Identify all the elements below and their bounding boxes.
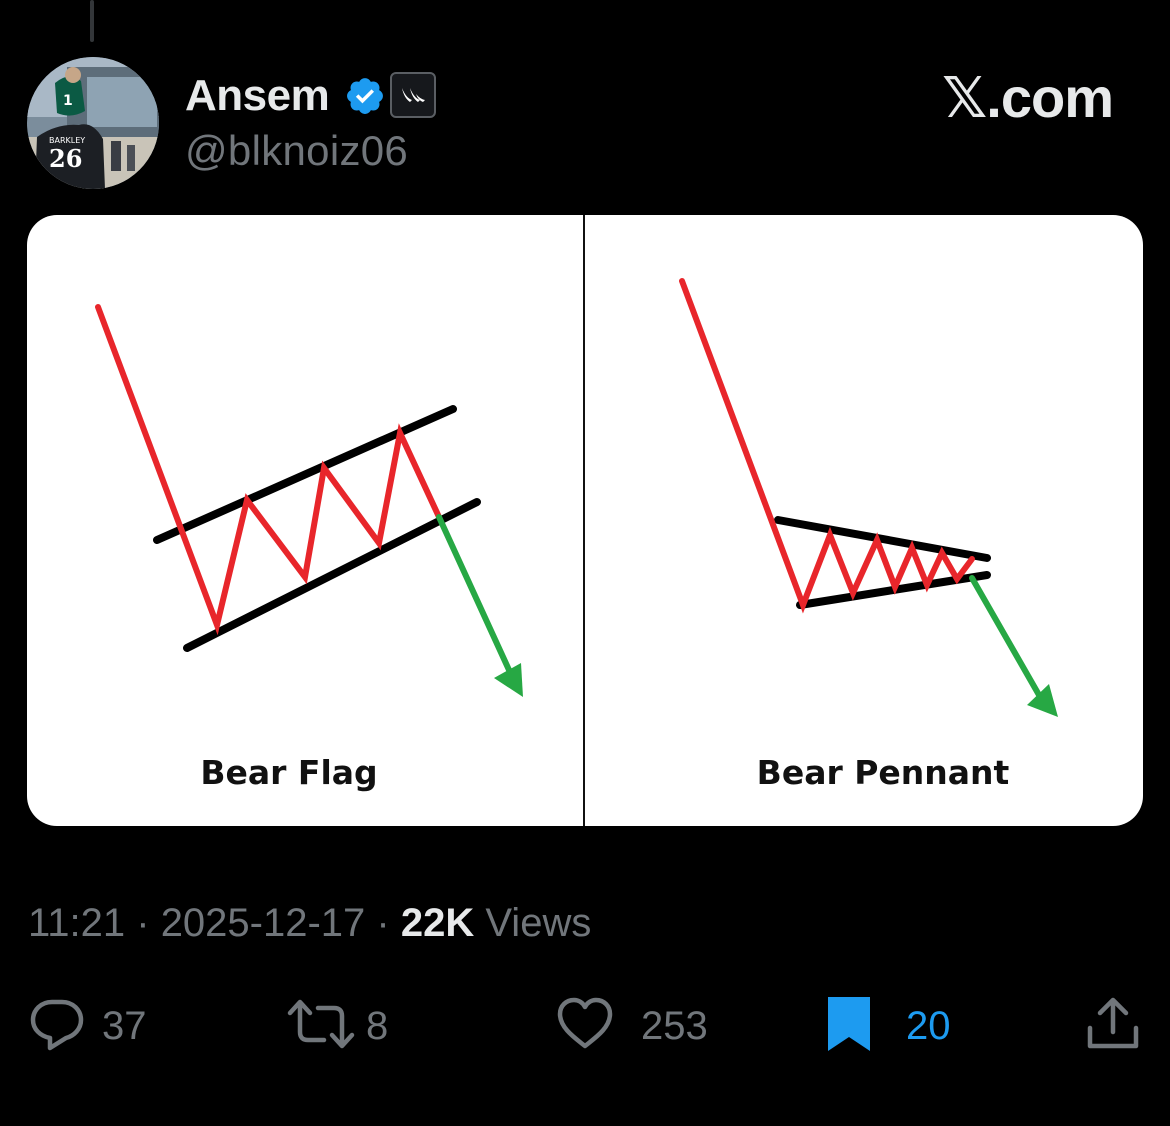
views-label: Views (474, 901, 592, 945)
views-count: 22K (400, 901, 475, 945)
brand-watermark: 𝕏.com (942, 66, 1114, 129)
flag-price-path (95, 304, 442, 636)
reply-button[interactable]: 37 (28, 998, 147, 1054)
avatar-jersey-number-bottom: 26 (49, 144, 82, 173)
tweet-media-image[interactable]: Bear Flag Bear Pennant (27, 215, 1143, 826)
tweet-date[interactable]: 2025-12-17 (160, 901, 366, 945)
meta-separator: · (365, 901, 401, 945)
like-count: 253 (641, 1004, 708, 1048)
thread-connector-line (90, 0, 94, 42)
like-button[interactable]: 253 (555, 996, 708, 1057)
avatar-jersey-name: BARKLEY (49, 136, 85, 145)
bookmark-button[interactable]: 20 (826, 996, 951, 1054)
share-button[interactable] (1086, 996, 1140, 1057)
bookmark-count: 20 (906, 1004, 951, 1048)
media-divider (583, 215, 585, 826)
affiliate-badge-icon[interactable] (390, 72, 436, 118)
flag-breakout-arrowhead (494, 663, 523, 697)
bookmark-filled-icon (826, 995, 872, 1058)
reply-icon (28, 996, 86, 1057)
verified-check-icon (344, 75, 386, 117)
flag-lower-channel-line (183, 498, 481, 652)
avatar-jersey-number-top: 1 (63, 93, 73, 109)
pennant-breakout-arrowhead (1027, 684, 1058, 717)
share-icon (1086, 996, 1140, 1057)
pennant-price-path (679, 278, 975, 614)
repost-button[interactable]: 8 (286, 998, 388, 1054)
avatar[interactable]: 1 BARKLEY 26 (27, 57, 159, 189)
reply-count: 37 (102, 1004, 147, 1048)
tweet-time[interactable]: 11:21 (28, 901, 126, 945)
pennant-breakout-line (969, 575, 1042, 698)
flag-upper-channel-line (153, 405, 457, 544)
flag-breakout-line (436, 514, 512, 673)
pennant-upper-line (774, 516, 991, 562)
tweet-metadata: 11:21 · 2025-12-17 · 22K Views (28, 900, 591, 946)
bear-pennant-label: Bear Pennant (756, 753, 1010, 792)
repost-count: 8 (366, 1004, 389, 1048)
author-handle[interactable]: @blknoiz06 (185, 127, 409, 174)
bear-flag-label: Bear Flag (200, 753, 378, 792)
bear-pennant-diagram (679, 278, 1058, 717)
meta-separator: · (125, 901, 161, 945)
repost-icon (286, 996, 356, 1057)
author-display-name[interactable]: Ansem (185, 71, 330, 120)
bear-flag-diagram (95, 304, 523, 697)
heart-icon (555, 996, 615, 1057)
